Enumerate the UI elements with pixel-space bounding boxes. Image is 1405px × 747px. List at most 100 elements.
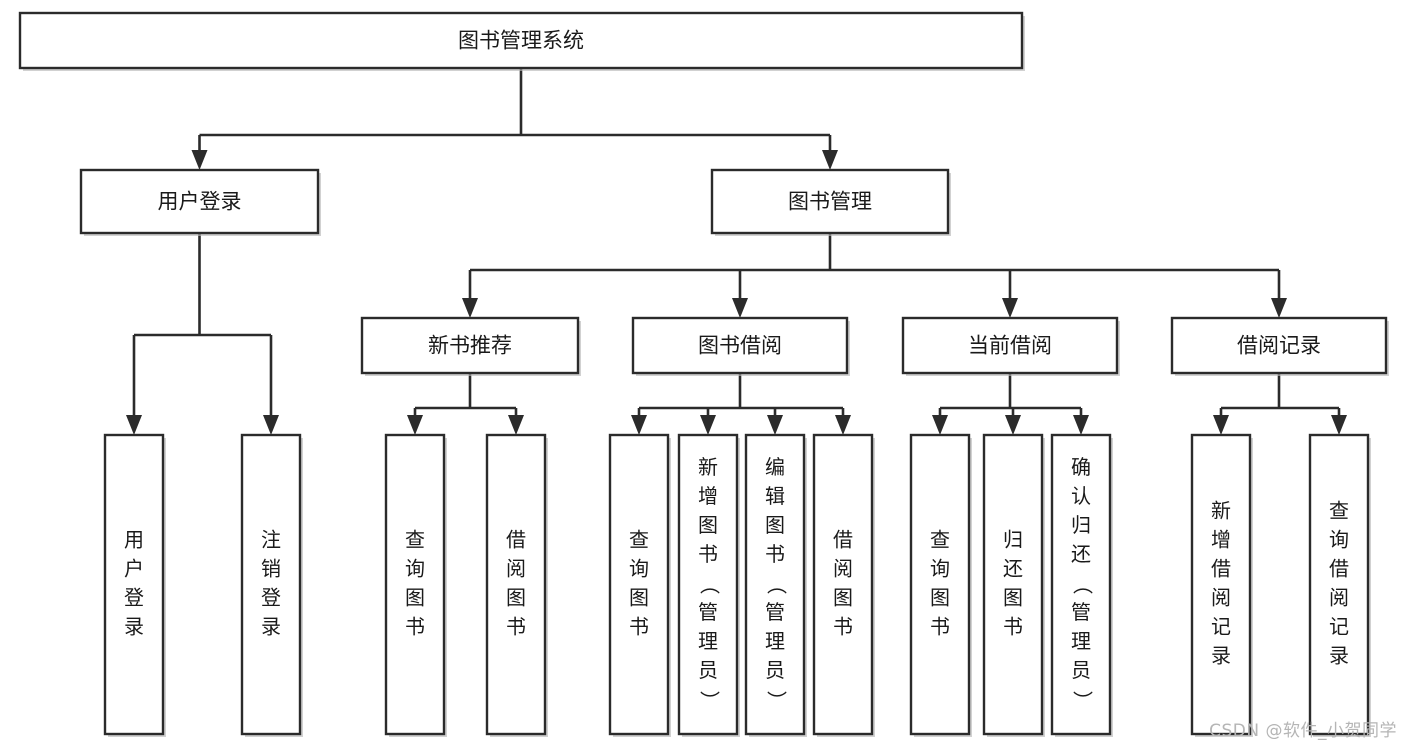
node-label-char: （ [1071, 575, 1095, 595]
node-label: 图书借阅 [698, 334, 782, 358]
node-label-char: 借 [506, 528, 526, 552]
node-label-char: 增 [698, 484, 718, 508]
arrow-head [191, 150, 208, 170]
arrow-head [767, 415, 783, 435]
arrow-head [932, 415, 948, 435]
node-rect[interactable] [631, 316, 849, 375]
node-rect[interactable] [710, 168, 950, 235]
node-rect[interactable] [909, 433, 971, 736]
node-rect[interactable] [485, 433, 547, 736]
arrow-head [508, 415, 524, 435]
node-label-char: 还 [1071, 542, 1091, 566]
node-label-char: 管 [698, 600, 718, 624]
node-label-char: 员 [1071, 658, 1091, 682]
node-label-char: 归 [1071, 513, 1091, 537]
node-rect[interactable] [1190, 433, 1252, 736]
node-label-char: 注 [261, 528, 281, 552]
node-label-char: 记 [1329, 615, 1349, 639]
node-rect[interactable] [1170, 316, 1388, 375]
node-label-char: 查 [930, 528, 950, 552]
arrow-head [1213, 415, 1229, 435]
node-label-char: 查 [405, 528, 425, 552]
node-rect[interactable] [103, 433, 165, 736]
node-label: 借阅记录 [1237, 334, 1321, 358]
connector-layer [126, 68, 1347, 435]
node-label: 图书管理系统 [458, 29, 584, 53]
node-label-char: 还 [1003, 557, 1023, 581]
node-rect[interactable] [677, 433, 739, 736]
node-label-char: 理 [765, 629, 785, 653]
node-label-char: 辑 [765, 484, 785, 508]
node-root[interactable]: 图书管理系统 [18, 11, 1025, 71]
node-current-borrow[interactable]: 当前借阅 [901, 316, 1120, 376]
node-book-borrow[interactable]: 图书借阅 [631, 316, 850, 376]
node-label: 新书推荐 [428, 334, 512, 358]
node-label-char: ） [1071, 691, 1095, 711]
node-label-char: ） [698, 691, 722, 711]
node-label-char: 书 [629, 615, 649, 639]
node-label: 图书管理 [788, 190, 872, 214]
node-new-book-rec[interactable]: 新书推荐 [360, 316, 581, 376]
node-label-char: 阅 [506, 557, 526, 581]
node-rect[interactable] [360, 316, 580, 375]
node-leaf-user-login[interactable]: 用户登录 [103, 433, 166, 737]
node-label-char: 图 [698, 513, 718, 537]
node-label-char: （ [765, 575, 789, 595]
node-rect[interactable] [18, 11, 1024, 70]
node-rect[interactable] [1308, 433, 1370, 736]
node-rect[interactable] [240, 433, 302, 736]
node-label-char: 借 [1329, 557, 1349, 581]
node-label-char: 书 [833, 615, 853, 639]
node-rect[interactable] [901, 316, 1119, 375]
node-label-char: 图 [629, 586, 649, 610]
node-rect[interactable] [982, 433, 1044, 736]
node-rect[interactable] [79, 168, 320, 235]
node-rect[interactable] [608, 433, 670, 736]
node-label-char: 理 [1071, 629, 1091, 653]
arrow-head [822, 150, 838, 170]
node-label-char: 询 [629, 557, 649, 581]
node-book-manage[interactable]: 图书管理 [710, 168, 951, 236]
watermark-text: CSDN @软件_小贺同学 [1209, 721, 1397, 741]
node-borrow-record[interactable]: 借阅记录 [1170, 316, 1389, 376]
node-rect[interactable] [384, 433, 446, 736]
node-label-char: 书 [506, 615, 526, 639]
arrow-head [700, 415, 716, 435]
arrow-head [1002, 298, 1018, 318]
node-rect[interactable] [744, 433, 806, 736]
arrow-head [462, 298, 478, 318]
node-label-char: 户 [124, 557, 144, 581]
node-rect[interactable] [812, 433, 874, 736]
node-user-login[interactable]: 用户登录 [79, 168, 321, 236]
node-label: 用户登录 [158, 190, 242, 214]
node-label-char: 销 [261, 557, 281, 581]
node-label-char: 管 [765, 600, 785, 624]
arrow-head [263, 415, 279, 435]
node-label-char: 新 [698, 455, 718, 479]
arrow-head [631, 415, 647, 435]
arrow-head [1073, 415, 1089, 435]
node-label-char: 阅 [1211, 586, 1231, 610]
node-rect[interactable] [1050, 433, 1112, 736]
arrow-head [1331, 415, 1347, 435]
node-label-char: 图 [930, 586, 950, 610]
